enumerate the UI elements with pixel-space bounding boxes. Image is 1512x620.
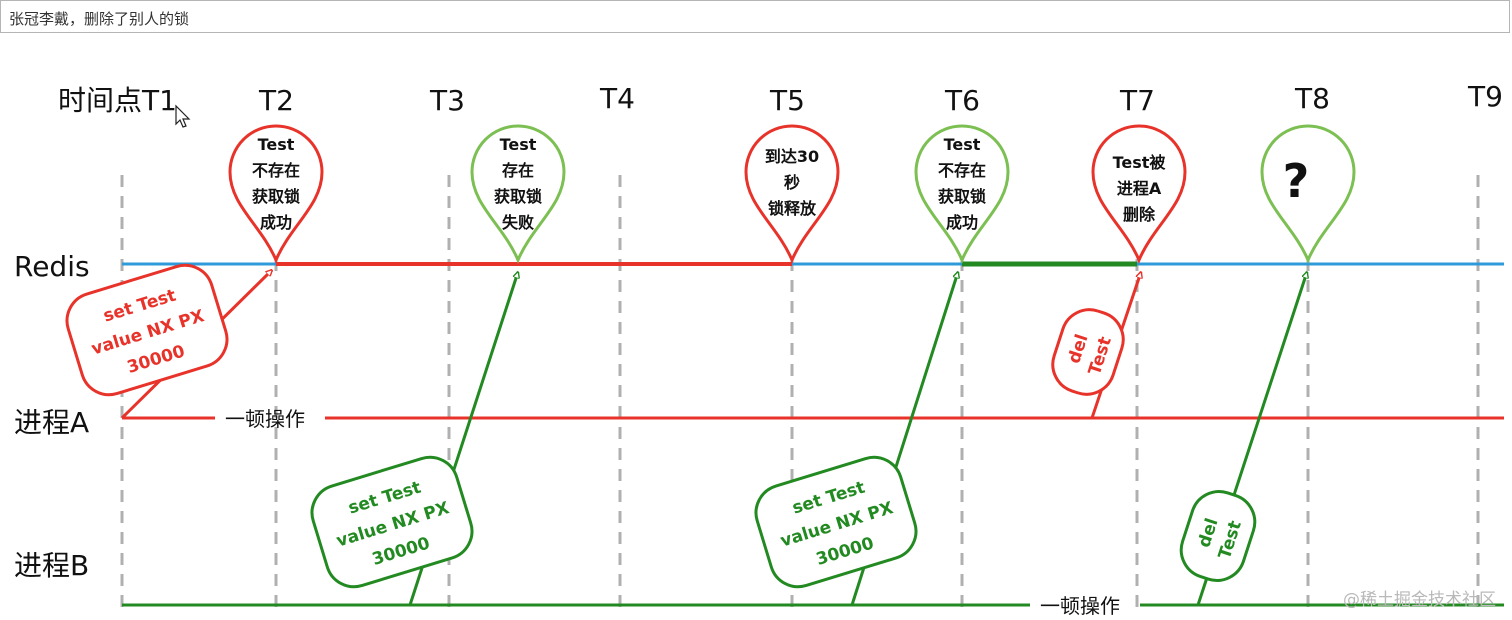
pin-t2-line-1: Test: [258, 135, 295, 154]
pin-t3-line-1: Test: [500, 135, 537, 154]
pin-t7-line-3: 删除: [1123, 205, 1156, 224]
pin-t7-shape: [1091, 124, 1187, 264]
pin-t2-shape: [228, 124, 324, 264]
pin-t5-line-1: 到达30: [765, 147, 819, 166]
lane-label-process-b: 进程B: [14, 549, 89, 582]
caption-text: 张冠李戴，删除了别人的锁: [9, 10, 190, 28]
pin-t5: 到达30 秒 锁释放: [744, 124, 840, 264]
lane-label-redis: Redis: [14, 250, 90, 283]
command-box-b-del: del Test: [1179, 490, 1257, 582]
pin-t3-line-2: 存在: [502, 161, 534, 180]
time-label-t2: T2: [258, 84, 294, 117]
time-label-t1: 时间点T1: [58, 84, 177, 117]
pin-t2-line-4: 成功: [260, 213, 292, 232]
time-label-t7: T7: [1119, 84, 1155, 117]
lane-label-process-a: 进程A: [14, 406, 89, 439]
time-label-t3: T3: [429, 84, 465, 117]
command-box-b-set-t3-frame: [310, 455, 474, 589]
watermark: @稀土掘金技术社区: [1343, 590, 1496, 610]
pin-t6-shape: [914, 124, 1010, 264]
pin-t7-line-2: 进程A: [1117, 179, 1162, 198]
time-label-t8: T8: [1294, 82, 1330, 115]
command-box-b-set-t6-frame: [754, 455, 918, 589]
pin-t3-line-4: 失败: [502, 213, 534, 232]
pin-t2: Test 不存在 获取锁 成功: [228, 124, 324, 264]
pin-t6-line-2: 不存在: [938, 161, 986, 180]
time-label-t4: T4: [599, 82, 635, 115]
pin-t3-line-3: 获取锁: [494, 187, 542, 206]
pin-t6: Test 不存在 获取锁 成功: [914, 124, 1010, 264]
pin-t2-line-3: 获取锁: [252, 187, 300, 206]
process-a-operation-label: 一顿操作: [225, 407, 305, 431]
time-label-t6: T6: [944, 84, 980, 117]
caption-bar: 张冠李戴，删除了别人的锁: [0, 0, 1510, 33]
pin-t2-line-2: 不存在: [252, 161, 300, 180]
time-label-t9: T9: [1467, 80, 1503, 113]
command-box-a-del: del Test: [1051, 308, 1125, 396]
pin-t6-line-1: Test: [944, 135, 981, 154]
pin-t8: ?: [1260, 124, 1356, 264]
pin-t6-line-4: 成功: [946, 213, 978, 232]
time-label-t5: T5: [769, 84, 805, 117]
pin-t8-question-mark: ?: [1283, 154, 1310, 208]
command-box-b-del-frame: [1179, 490, 1257, 582]
pin-t5-line-3: 锁释放: [768, 199, 817, 218]
command-box-b-set-t6: set Test value NX PX 30000: [754, 455, 918, 589]
pin-t3-shape: [470, 124, 566, 264]
mouse-pointer-icon: [175, 104, 191, 128]
pin-t8-shape: [1260, 124, 1356, 264]
pin-t5-line-2: 秒: [784, 173, 800, 192]
command-box-a-del-frame: [1051, 308, 1125, 396]
pin-t7-line-1: Test被: [1113, 153, 1167, 172]
pin-t5-shape: [744, 124, 840, 264]
command-box-a-set-frame: [65, 263, 229, 397]
pin-t6-line-3: 获取锁: [938, 187, 986, 206]
process-b-operation-label: 一顿操作: [1040, 594, 1120, 618]
pin-t7: Test被 进程A 删除: [1091, 124, 1187, 264]
command-box-b-set-t3: set Test value NX PX 30000: [310, 455, 474, 589]
command-box-a-set: set Test value NX PX 30000: [65, 263, 229, 397]
pin-t3: Test 存在 获取锁 失败: [470, 124, 566, 264]
